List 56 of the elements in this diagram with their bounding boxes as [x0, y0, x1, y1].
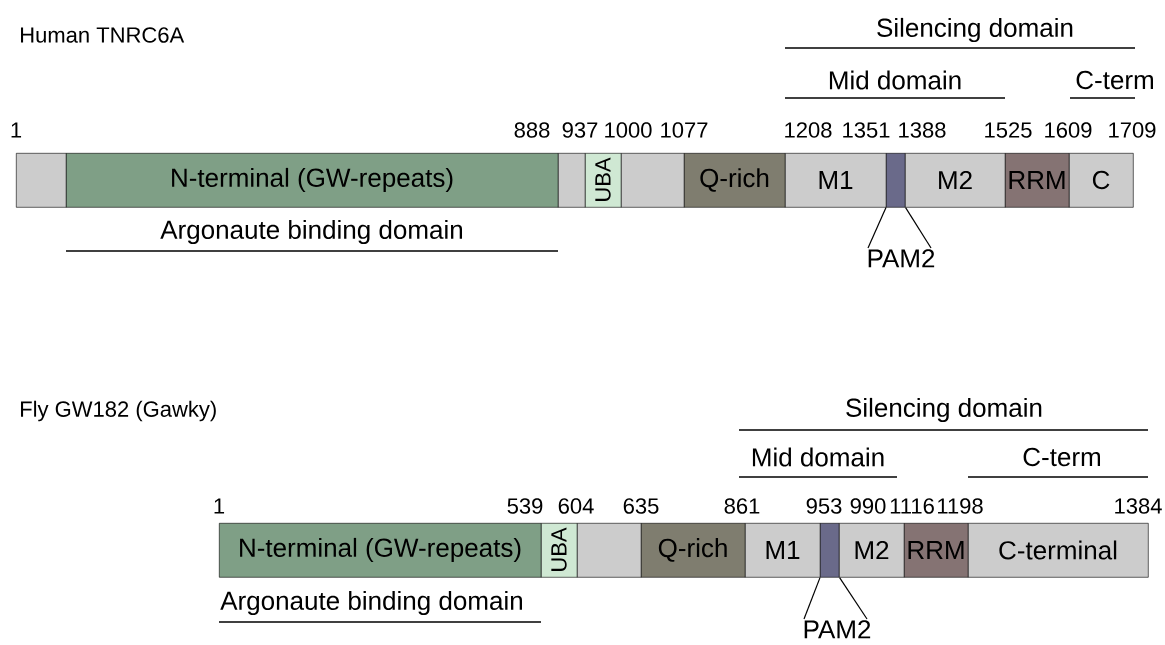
position-number: 953 — [806, 498, 842, 514]
domain-segment — [820, 523, 840, 578]
domain-box: M2 — [905, 153, 1006, 208]
domain-box: UBA — [585, 153, 622, 208]
leader-line — [803, 577, 821, 620]
domain-label: C-term — [1076, 70, 1153, 90]
domain-segment — [16, 153, 67, 208]
domain-box: RRM — [1005, 153, 1070, 208]
pam2-label: PAM2 — [804, 620, 871, 639]
domain-label: Mid domain — [752, 447, 884, 467]
position-number: 861 — [724, 498, 760, 514]
position-number: 1525 — [985, 122, 1032, 138]
position-number: 1116 — [890, 498, 934, 514]
domain-box: M2 — [839, 523, 905, 578]
panel-title: Fly GW182 (Gawky) — [21, 400, 216, 422]
position-number: 1 — [11, 122, 22, 138]
position-number: 1709 — [1109, 122, 1156, 138]
domain-box: M1 — [785, 153, 887, 208]
position-number: 888 — [514, 122, 550, 138]
leader-line — [905, 207, 932, 249]
domain-box: RRM — [904, 523, 969, 578]
pam2-label: PAM2 — [868, 249, 935, 268]
position-number: 1384 — [1115, 498, 1162, 514]
domain-segment — [621, 153, 685, 208]
domain-box: C-terminal — [968, 523, 1149, 578]
domain-box: C — [1069, 153, 1134, 208]
domain-label: C-term — [1023, 447, 1100, 467]
position-number: 1077 — [661, 122, 708, 138]
position-number: 1 — [214, 498, 225, 514]
position-number: 539 — [507, 498, 543, 514]
position-number: 1208 — [785, 122, 832, 138]
domain-box: UBA — [541, 523, 578, 578]
position-number: 937 — [562, 122, 598, 138]
panel-title: Human TNRC6A — [21, 27, 185, 43]
domain-label: Silencing domain — [877, 17, 1073, 43]
domain-box: N-terminal (GW-repeats) — [66, 153, 559, 208]
domain-box: Q-rich — [641, 523, 746, 578]
position-number: 1609 — [1045, 122, 1092, 138]
position-number: 1388 — [899, 122, 946, 138]
domain-box: N-terminal (GW-repeats) — [219, 523, 542, 578]
position-number: 990 — [850, 498, 886, 514]
domain-box: Q-rich — [684, 153, 786, 208]
position-number: 1000 — [605, 122, 652, 138]
domain-box: M1 — [745, 523, 821, 578]
position-number: 1351 — [843, 122, 890, 138]
position-number: 635 — [623, 498, 659, 514]
position-number: 1198 — [938, 498, 983, 514]
domain-label: Silencing domain — [846, 397, 1042, 423]
leader-line — [839, 577, 868, 620]
domain-label: Argonaute binding domain — [220, 590, 522, 616]
position-number: 604 — [558, 498, 594, 514]
domain-segment — [577, 523, 642, 578]
leader-line — [867, 207, 887, 249]
domain-segment — [886, 153, 906, 208]
domain-segment — [558, 153, 586, 208]
domain-label: Mid domain — [829, 70, 961, 90]
